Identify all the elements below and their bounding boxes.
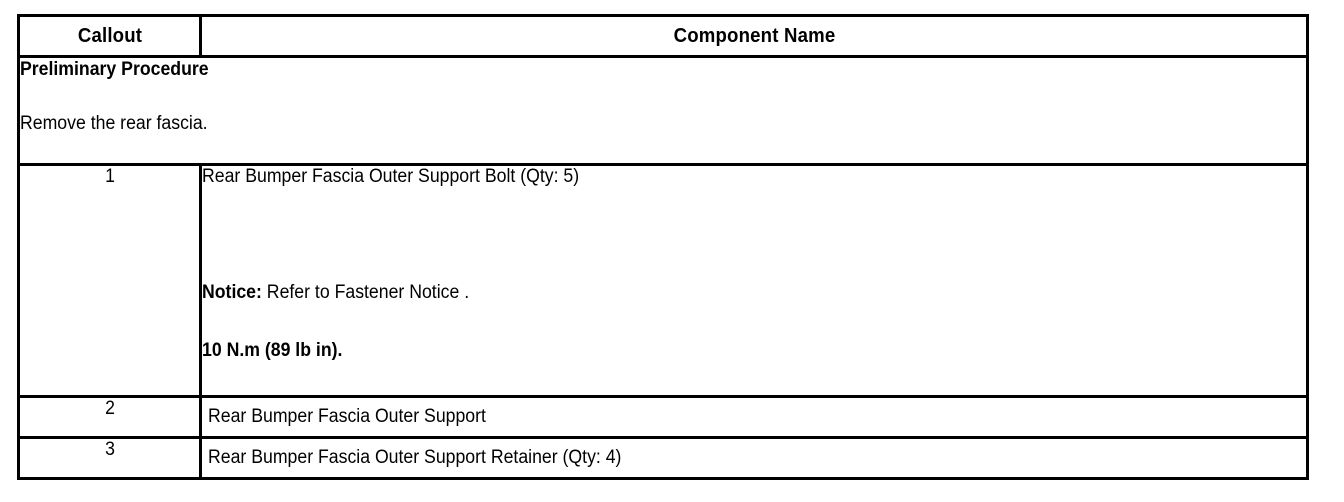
component-name-cell: Rear Bumper Fascia Outer Support Retaine… bbox=[199, 436, 1309, 480]
table-row: 2 Rear Bumper Fascia Outer Support bbox=[19, 395, 1309, 439]
callout-number: 2 bbox=[23, 395, 196, 439]
table-header-row: Callout Component Name bbox=[19, 14, 1308, 58]
component-name-label: Rear Bumper Fascia Outer Support bbox=[208, 406, 486, 427]
callout-number: 1 bbox=[23, 163, 196, 398]
table-row: 1 Rear Bumper Fascia Outer Support Bolt … bbox=[19, 163, 1309, 398]
preliminary-procedure-cell: Preliminary Procedure Remove the rear fa… bbox=[17, 55, 1309, 166]
column-header-callout: Callout bbox=[23, 14, 196, 58]
component-name-cell: Rear Bumper Fascia Outer Support Bolt (Q… bbox=[199, 163, 1309, 398]
preliminary-procedure-row: Preliminary Procedure Remove the rear fa… bbox=[17, 55, 1309, 166]
preliminary-spacer bbox=[20, 82, 1306, 113]
component-name-cell: Rear Bumper Fascia Outer Support bbox=[199, 395, 1309, 439]
row-spacer-upper bbox=[202, 188, 1306, 282]
preliminary-procedure-text: Remove the rear fascia. bbox=[20, 113, 208, 134]
notice-text: Refer to Fastener Notice . bbox=[261, 282, 470, 303]
preliminary-procedure-title: Preliminary Procedure bbox=[20, 59, 209, 80]
column-header-component-name-label: Component Name bbox=[673, 25, 835, 47]
notice-line: Notice: Refer to Fastener Notice . bbox=[202, 282, 1229, 304]
column-header-callout-label: Callout bbox=[77, 25, 142, 47]
callout-number: 3 bbox=[23, 436, 196, 480]
torque-spec: 10 N.m (89 lb in). bbox=[202, 340, 343, 361]
component-name-label: Rear Bumper Fascia Outer Support Bolt (Q… bbox=[202, 166, 580, 187]
row-spacer-lower bbox=[202, 304, 1306, 340]
parts-table: Callout Component Name Preliminary Proce… bbox=[17, 14, 1309, 480]
table-row: 3 Rear Bumper Fascia Outer Support Retai… bbox=[19, 436, 1309, 480]
column-header-component-name: Component Name bbox=[237, 14, 1271, 58]
component-name-label: Rear Bumper Fascia Outer Support Retaine… bbox=[208, 447, 622, 468]
notice-label: Notice: bbox=[202, 282, 262, 303]
